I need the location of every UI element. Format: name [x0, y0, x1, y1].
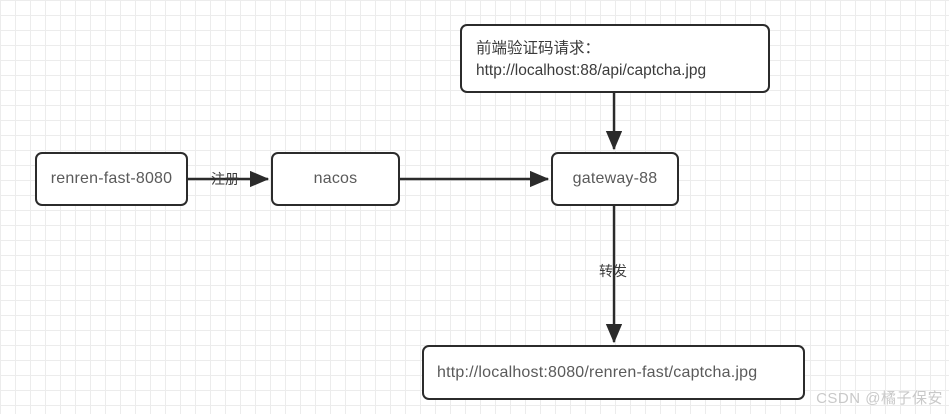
callout-frontend-request: 前端验证码请求： http://localhost:88/api/captcha…	[460, 24, 770, 93]
node-nacos[interactable]: nacos	[271, 152, 400, 206]
watermark: CSDN @橘子保安	[816, 390, 943, 407]
node-gateway[interactable]: gateway-88	[551, 152, 679, 206]
edge-label-register: 注册	[211, 171, 239, 187]
edge-label-forward: 转发	[599, 263, 627, 279]
node-target-url[interactable]: http://localhost:8080/renren-fast/captch…	[422, 345, 805, 400]
node-renren-fast[interactable]: renren-fast-8080	[35, 152, 188, 206]
